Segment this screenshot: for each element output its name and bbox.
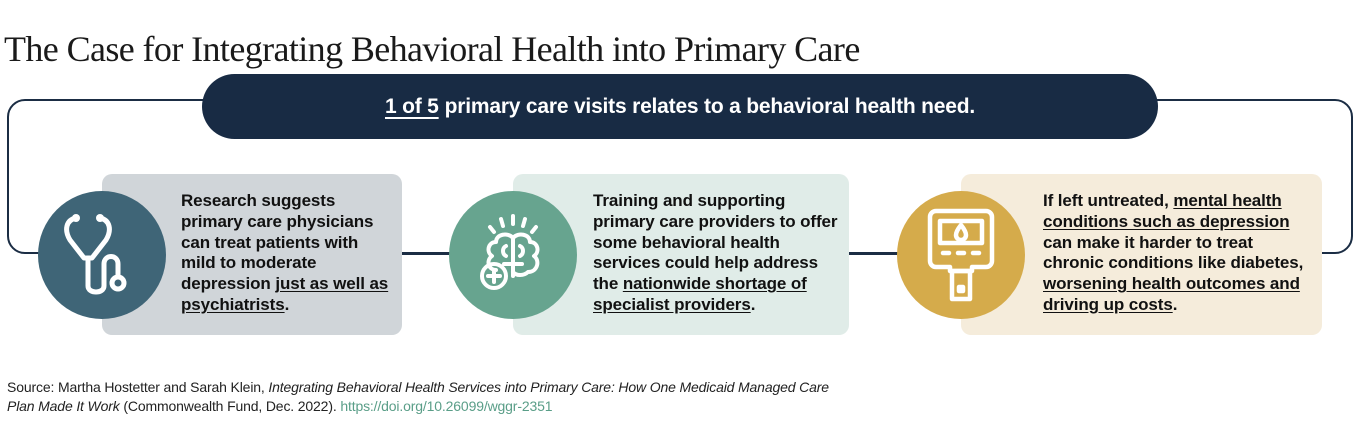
stat-highlight[interactable]: 1 of 5 — [384, 94, 439, 118]
key-stat-banner: 1 of 5 primary care visits relates to a … — [202, 74, 1158, 139]
card-text: If left untreated, mental health conditi… — [1043, 191, 1304, 314]
doi-link[interactable]: https://doi.org/10.26099/wggr-2351 — [340, 398, 553, 414]
link-psychiatrists[interactable]: just as well as psychiatrists — [181, 274, 389, 314]
page-title: The Case for Integrating Behavioral Heal… — [4, 29, 860, 70]
brain-plus-icon — [480, 214, 540, 290]
icon-circle-stethoscope — [38, 191, 166, 319]
icon-circle-brain — [449, 191, 577, 319]
link-mental-health[interactable]: mental health conditions such as depress… — [1043, 191, 1290, 231]
source-work-title: Integrating Behavioral Health Services i… — [7, 379, 829, 414]
link-shortage[interactable]: nationwide shortage of specialist provid… — [593, 274, 807, 314]
icon-circle-glucose — [897, 191, 1025, 319]
connector-line — [849, 252, 899, 255]
card-physicians: Research suggests primary care physician… — [102, 174, 402, 335]
glucose-meter-icon — [927, 208, 995, 302]
stethoscope-icon — [64, 214, 127, 295]
link-worsening-outcomes[interactable]: worsening health outcomes and driving up… — [1043, 274, 1300, 314]
source-citation: Source: Martha Hostetter and Sarah Klein… — [7, 379, 829, 414]
card-text: Research suggests primary care physician… — [181, 191, 389, 314]
stat-text: primary care visits relates to a behavio… — [444, 94, 976, 118]
connector-line — [402, 252, 450, 255]
card-untreated: If left untreated, mental health conditi… — [961, 174, 1322, 335]
card-text: Training and supporting primary care pro… — [593, 191, 838, 314]
